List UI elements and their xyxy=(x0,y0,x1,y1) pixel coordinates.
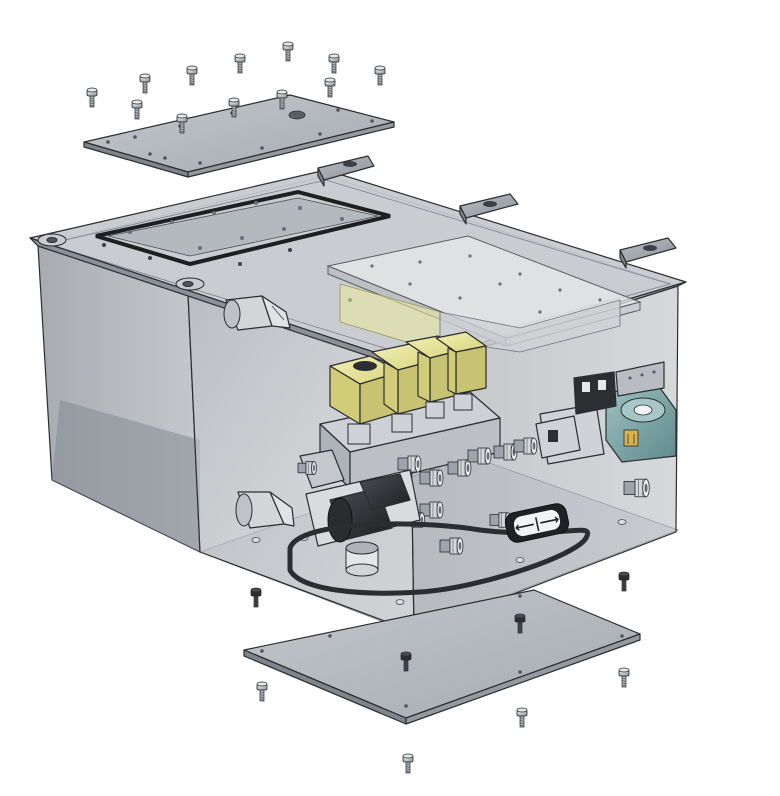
screw xyxy=(374,65,386,86)
fitting xyxy=(297,461,317,475)
screw xyxy=(139,73,151,94)
mounting-bracket xyxy=(317,155,375,187)
screw xyxy=(618,667,630,688)
fitting xyxy=(513,437,538,455)
screw xyxy=(256,681,268,702)
fittings xyxy=(297,437,650,555)
top-screws xyxy=(86,41,386,134)
bottom-cover-plate xyxy=(243,589,641,725)
screw xyxy=(176,113,188,134)
screw xyxy=(186,65,198,86)
yellow-solenoid-valves xyxy=(329,331,487,445)
solenoid-valve xyxy=(435,331,487,411)
screw xyxy=(228,97,240,118)
screw xyxy=(131,99,143,120)
screw xyxy=(514,613,526,634)
pressure-sensor-top xyxy=(223,295,291,331)
fitting xyxy=(623,478,650,498)
gasket xyxy=(95,189,391,267)
screw xyxy=(276,89,288,110)
screw xyxy=(250,587,262,608)
bidirectional-arrow-label: ⟵|⟶ xyxy=(504,503,570,543)
screw xyxy=(400,651,412,672)
fitting xyxy=(493,443,518,461)
screw xyxy=(516,707,528,728)
electrical-connector xyxy=(535,361,665,459)
screw xyxy=(328,53,340,74)
fitting xyxy=(419,501,444,519)
fitting xyxy=(397,455,422,473)
mounting-bracket xyxy=(459,193,519,225)
tubing xyxy=(287,521,591,596)
fitting xyxy=(439,537,464,555)
mounting-bracket xyxy=(619,237,677,269)
fitting xyxy=(447,459,472,477)
screw xyxy=(618,571,630,592)
mounting-brackets xyxy=(317,155,677,269)
screw xyxy=(86,87,98,108)
screw xyxy=(282,41,294,62)
fitting xyxy=(467,447,492,465)
top-cover-plate xyxy=(83,94,395,178)
bottom-screws xyxy=(250,571,630,774)
screw xyxy=(234,53,246,74)
circuit-board xyxy=(326,235,642,353)
fitting xyxy=(419,469,444,487)
pressure-sensor-bottom xyxy=(235,491,295,529)
screw xyxy=(324,77,336,98)
screw xyxy=(402,753,414,774)
